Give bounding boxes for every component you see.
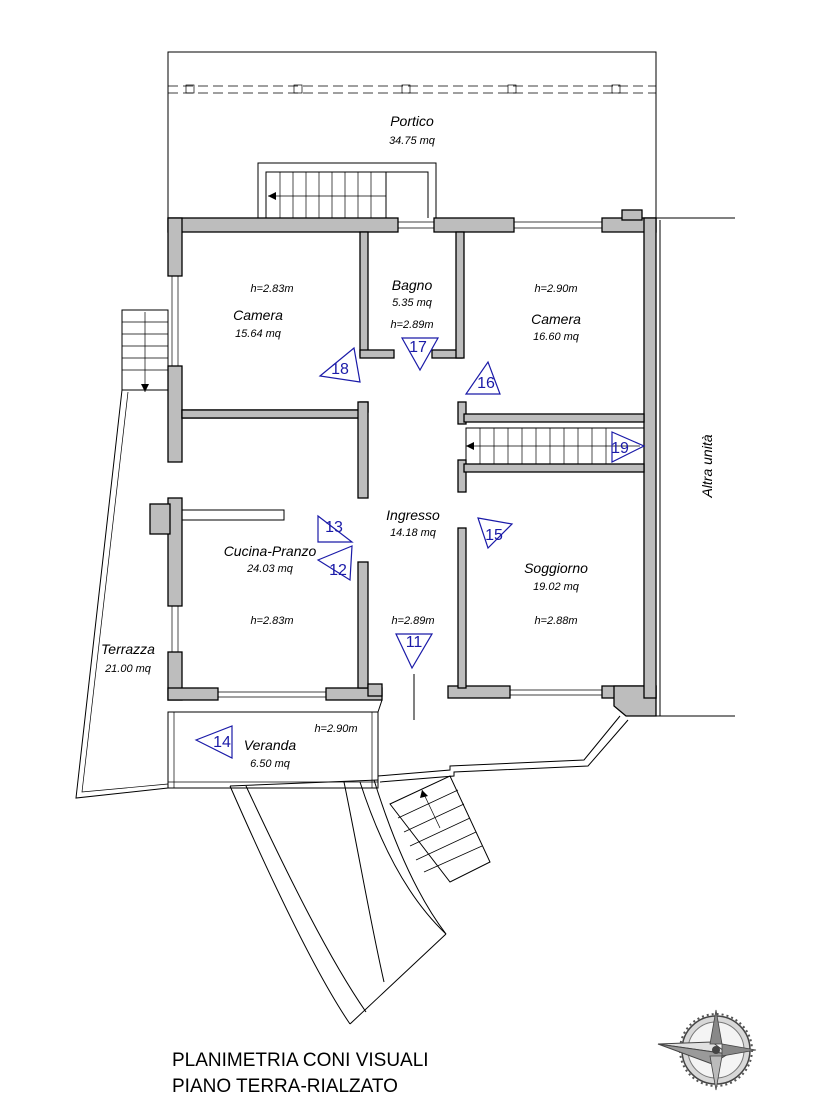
viewpoint-18: 18	[318, 346, 361, 383]
compass-rose-icon	[657, 1009, 757, 1091]
room-veranda: h=2.90m Veranda 6.50 mq	[244, 723, 358, 770]
camera-left-height: h=2.83m	[250, 283, 293, 295]
viewpoint-15-label: 15	[485, 527, 503, 544]
camera-right-name: Camera	[531, 311, 581, 327]
ingresso-area: 14.18 mq	[390, 527, 437, 539]
viewpoint-11-label: 11	[406, 634, 423, 651]
viewpoint-17: 17	[400, 337, 440, 372]
soggiorno-area: 19.02 mq	[533, 581, 580, 593]
veranda-area: 6.50 mq	[250, 758, 291, 770]
viewpoint-11: 11	[395, 633, 434, 670]
title-line-1: PLANIMETRIA CONI VISUALI	[172, 1050, 429, 1071]
viewpoint-18-label: 18	[331, 361, 349, 378]
portico-name: Portico	[390, 113, 434, 129]
portico-stairs	[257, 162, 437, 219]
portico-area: 34.75 mq	[389, 135, 436, 147]
terrazza-outline	[75, 389, 169, 799]
front-walkway	[229, 715, 629, 1025]
title-line-2: PIANO TERRA-RIALZATO	[172, 1076, 398, 1097]
cucina-name: Cucina-Pranzo	[224, 543, 317, 559]
ingresso-height: h=2.89m	[391, 615, 434, 627]
neighbor-unit-label: Altra unità	[699, 434, 715, 498]
drawing-title: PLANIMETRIA CONI VISUALI PIANO TERRA-RIA…	[172, 1050, 429, 1097]
ingresso-name: Ingresso	[386, 507, 440, 523]
viewpoint-14: 14	[194, 725, 233, 759]
front-stairs	[389, 775, 491, 883]
camera-right-height: h=2.90m	[534, 283, 577, 295]
viewpoint-19: 19	[611, 431, 646, 463]
viewpoint-19-label: 19	[611, 440, 629, 457]
room-cucina-pranzo: Cucina-Pranzo 24.03 mq h=2.83m	[224, 543, 317, 627]
soggiorno-height: h=2.88m	[534, 615, 577, 627]
cucina-height: h=2.83m	[250, 615, 293, 627]
room-camera-right: h=2.90m Camera 16.60 mq	[531, 283, 581, 343]
viewpoint-15: 15	[477, 517, 514, 550]
veranda-height: h=2.90m	[314, 723, 357, 735]
viewpoint-16-label: 16	[477, 375, 495, 392]
portico	[167, 51, 657, 220]
viewpoint-14-label: 14	[213, 734, 231, 751]
veranda-name: Veranda	[244, 737, 297, 753]
viewpoint-17-label: 17	[409, 339, 427, 356]
room-bagno: Bagno 5.35 mq h=2.89m	[390, 277, 433, 331]
terrazza-name: Terrazza	[101, 641, 155, 657]
room-terrazza: Terrazza 21.00 mq	[101, 641, 155, 675]
camera-right-area: 16.60 mq	[533, 331, 580, 343]
bagno-area: 5.35 mq	[392, 297, 433, 309]
cucina-area: 24.03 mq	[246, 563, 294, 575]
camera-left-area: 15.64 mq	[235, 328, 282, 340]
terrazza-stairs	[121, 309, 169, 392]
room-soggiorno: Soggiorno 19.02 mq h=2.88m	[524, 560, 588, 627]
terrazza-area: 21.00 mq	[104, 663, 152, 675]
room-ingresso: Ingresso 14.18 mq h=2.89m	[386, 507, 440, 627]
room-portico: Portico 34.75 mq	[389, 113, 436, 147]
viewpoint-13-label: 13	[325, 519, 343, 536]
viewpoint-16: 16	[464, 360, 501, 395]
veranda	[167, 699, 383, 789]
bagno-height: h=2.89m	[390, 319, 433, 331]
soggiorno-name: Soggiorno	[524, 560, 588, 576]
viewpoint-13: 13	[317, 514, 354, 543]
house-walls	[149, 209, 735, 720]
bagno-name: Bagno	[392, 277, 433, 293]
viewpoint-12: 12	[316, 545, 353, 582]
room-camera-left: h=2.83m Camera 15.64 mq	[233, 283, 293, 340]
camera-left-name: Camera	[233, 307, 283, 323]
viewpoint-12-label: 12	[329, 562, 347, 579]
